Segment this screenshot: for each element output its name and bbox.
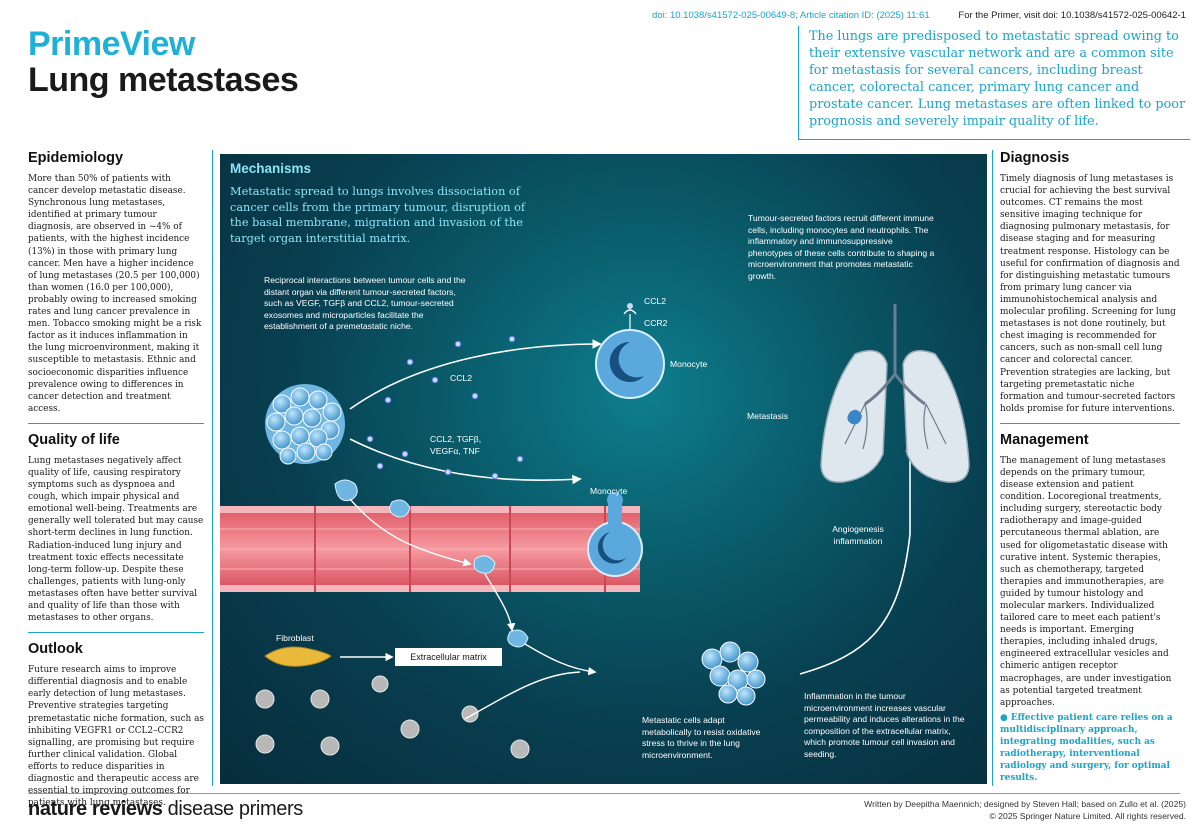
column-divider [212, 150, 213, 786]
epidemiology-title: Epidemiology [28, 150, 124, 166]
management-callout: ● Effective patient care relies on a mul… [1000, 712, 1173, 784]
primer-doi: For the Primer, visit doi: 10.1038/s4157… [958, 10, 1186, 21]
left-column: Epidemiology More than 50% of patients w… [28, 150, 204, 809]
quality-of-life-body: Lung metastases negatively affect qualit… [28, 455, 204, 624]
doi-citation: doi: 10.1038/s41572-025-00649-8; Article… [652, 10, 930, 21]
monocyte-label-top: Monocyte [670, 359, 708, 369]
mechanisms-figure: Mechanisms Metastatic spread to lungs in… [220, 154, 987, 784]
monocyte-label-vessel: Monocyte [590, 486, 628, 496]
epidemiology-body: More than 50% of patients with cancer de… [28, 174, 202, 414]
factors-label: CCL2, TGFβ, VEGFα, TNF [430, 434, 482, 456]
intro-text: The lungs are predisposed to metastatic … [809, 29, 1186, 129]
fibroblast-label: Fibroblast [276, 633, 314, 643]
metabolic-adaptation-text: Metastatic cells adapt metabolically to … [642, 715, 761, 760]
ccr2-label: CCR2 [644, 318, 668, 328]
mechanisms-title: Mechanisms [230, 161, 312, 176]
management-title: Management [1000, 431, 1089, 448]
mechanisms-subtitle: Metastatic spread to lungs involves diss… [230, 185, 526, 245]
ccl2-label-mid: CCL2 [450, 373, 472, 383]
credit-authors: Written by Deepitha Maennich; designed b… [864, 799, 1186, 809]
monocyte-icon [587, 492, 643, 577]
mechanisms-illustration [220, 303, 970, 759]
metastasis-label: Metastasis [747, 411, 789, 421]
reciprocal-interactions-text: Reciprocal interactions between tumour c… [264, 275, 466, 331]
metastatic-cluster-icon [701, 641, 766, 706]
section-divider [1000, 422, 1180, 424]
brand-block: PrimeView Lung metastases [28, 25, 299, 99]
angiogenesis-label: Angiogenesis inflammation [832, 524, 884, 546]
section-divider [28, 422, 204, 424]
outlook-title: Outlook [28, 641, 83, 658]
tumour-cluster-icon [265, 384, 345, 465]
section-divider [28, 632, 204, 634]
blood-vessel-icon [220, 506, 640, 592]
right-column: Diagnosis Timely diagnosis of lung metas… [1000, 150, 1180, 784]
credit-copyright: © 2025 Springer Nature Limited. All righ… [989, 810, 1186, 821]
extracellular-matrix-label: Extracellular matrix [395, 648, 502, 666]
column-divider [992, 150, 993, 786]
inflammation-text: Inflammation in the tumour microenvironm… [804, 691, 965, 759]
monocyte-icon [595, 303, 665, 399]
ccl2-label-top: CCL2 [644, 296, 666, 306]
secreted-factors [366, 335, 524, 480]
footer-credit: Written by Deepitha Maennich; designed b… [864, 799, 1186, 822]
outlook-body: Future research aims to improve differen… [28, 665, 204, 809]
quality-of-life-title: Quality of life [28, 431, 120, 448]
diagnosis-title: Diagnosis [1000, 150, 1070, 166]
footer-divider [28, 793, 1180, 794]
journal-logo-light: disease primers [167, 798, 304, 820]
journal-logo-bold: nature reviews [28, 798, 163, 820]
journal-logo: nature reviews disease primers [28, 798, 303, 821]
brand-primeview: PrimeView [28, 25, 195, 63]
fibroblast-icon [264, 646, 332, 667]
management-body: The management of lung metastases depend… [1000, 455, 1172, 708]
intro-box: The lungs are predisposed to metastatic … [798, 26, 1190, 140]
immune-recruitment-text: Tumour-secreted factors recruit differen… [748, 213, 935, 281]
lung-icon [820, 304, 970, 483]
page-title: Lung metastases [28, 61, 299, 99]
diagnosis-body: Timely diagnosis of lung metastases is c… [1000, 174, 1180, 414]
